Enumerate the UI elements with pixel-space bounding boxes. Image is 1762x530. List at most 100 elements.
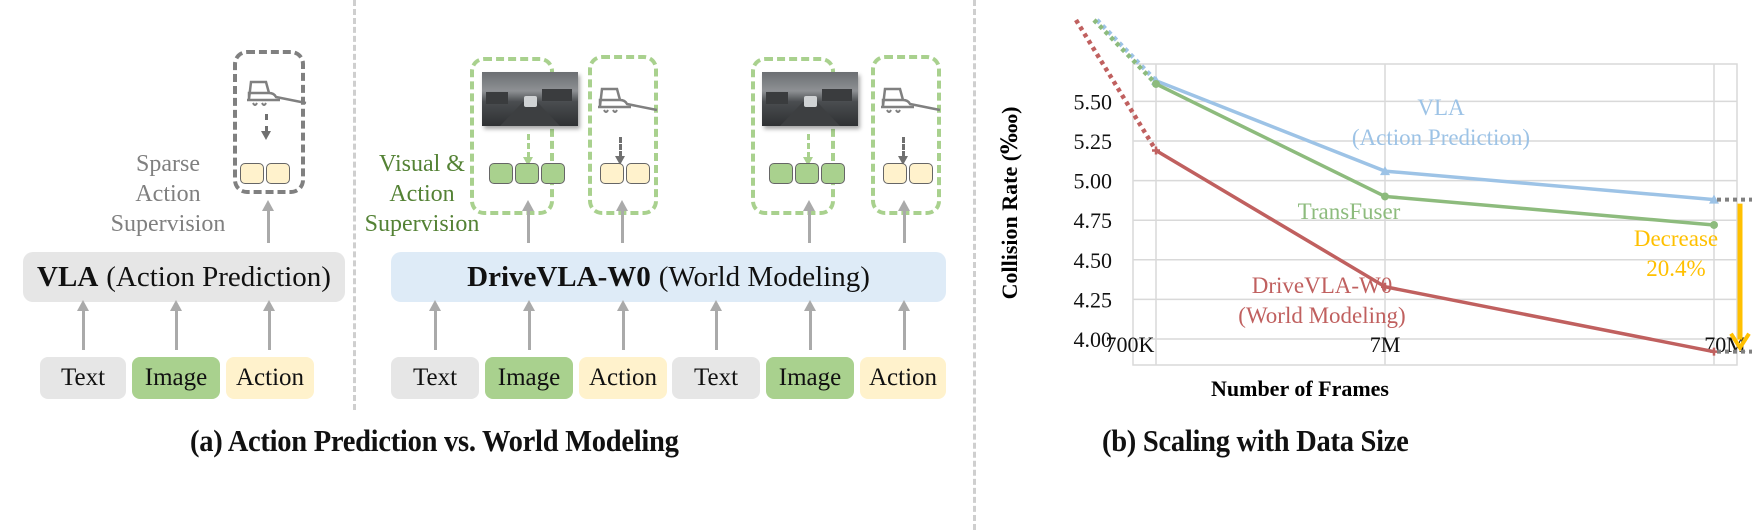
drivevla-model-bar: DriveVLA-W0 (World Modeling) (391, 252, 946, 302)
drivevla-model-name: DriveVLA-W0 (467, 260, 651, 293)
vehicle-trajectory-icon (247, 80, 307, 106)
up-arrow (804, 300, 816, 350)
chart-annotations: Decrease 20.4% (1634, 197, 1752, 354)
y-tick-label: 4.25 (1074, 287, 1113, 312)
panel-divider (353, 0, 356, 410)
y-tick-label: 5.50 (1074, 89, 1113, 114)
visual-supervision-box (470, 57, 554, 215)
action-token-cell (883, 163, 907, 184)
data-point (1381, 282, 1389, 291)
up-arrow (522, 200, 534, 243)
action-token-cell (626, 163, 650, 184)
input-token-image: Image (766, 357, 854, 399)
image-token-cell (795, 163, 819, 184)
data-point (1381, 192, 1389, 201)
x-tick-label: 7M (1370, 332, 1401, 357)
vla-model-name: VLA (37, 260, 99, 293)
image-token-cell (821, 163, 845, 184)
panel-divider (973, 0, 976, 530)
y-axis-label: Collision Rate (‱) (997, 107, 1022, 300)
y-tick-labels: 4.00 4.25 4.50 4.75 5.00 5.25 5.50 (1074, 89, 1113, 352)
panel-b-caption: (b) Scaling with Data Size (1102, 423, 1409, 458)
up-arrow (429, 300, 441, 350)
supervision-line: Supervision (364, 211, 480, 237)
action-supervision-down-arrow (615, 137, 625, 165)
y-tick-label: 5.00 (1074, 169, 1113, 194)
vla-model-desc: (Action Prediction) (106, 260, 331, 293)
action-token-cell (600, 163, 624, 184)
input-token-image: Image (132, 357, 220, 399)
image-token-cell (769, 163, 793, 184)
series-label: TransFuser (1298, 199, 1401, 224)
up-arrow (263, 300, 275, 350)
image-token-cell (541, 163, 565, 184)
action-token-cell (240, 163, 264, 184)
y-tick-label: 4.50 (1074, 248, 1113, 273)
data-point (1710, 347, 1718, 356)
up-arrow (262, 200, 274, 243)
supervision-line: Sparse (136, 151, 200, 177)
image-token-cell (489, 163, 513, 184)
x-axis-label: Number of Frames (1211, 376, 1389, 401)
visual-supervision-box (751, 57, 835, 215)
drivevla-model-desc: (World Modeling) (658, 260, 870, 293)
vehicle-trajectory-icon (598, 87, 658, 113)
up-arrow (77, 300, 89, 350)
data-point (1709, 194, 1719, 204)
supervision-line: Action (135, 181, 201, 207)
series-label: (Action Prediction) (1352, 125, 1530, 150)
input-token-action: Action (226, 357, 314, 399)
vla-model-bar: VLA (Action Prediction) (23, 252, 345, 302)
supervision-line: Visual & (379, 151, 465, 177)
action-supervision-box (871, 55, 941, 215)
y-tick-label: 5.25 (1074, 129, 1113, 154)
decrease-percent: 20.4% (1646, 256, 1705, 281)
decrease-label: Decrease (1634, 226, 1718, 251)
data-point (1152, 79, 1160, 88)
plot-frame (1132, 63, 1738, 366)
sparse-action-supervision-label: Sparse Action Supervision (98, 149, 238, 239)
up-arrow (898, 200, 910, 243)
data-point (1152, 146, 1160, 155)
series-label: (World Modeling) (1238, 303, 1405, 328)
panel-a-caption: (a) Action Prediction vs. World Modeling (190, 423, 679, 458)
data-point (1710, 220, 1718, 229)
up-arrow (170, 300, 182, 350)
input-token-text: Text (40, 357, 126, 399)
action-supervision-down-arrow (898, 137, 908, 165)
y-tick-label: 4.00 (1074, 327, 1113, 352)
action-supervision-box (588, 55, 658, 215)
vehicle-trajectory-icon (881, 87, 941, 113)
action-token-cell (266, 163, 290, 184)
input-token-action: Action (860, 357, 946, 399)
chart-grid (1132, 63, 1738, 366)
y-tick-label: 4.75 (1074, 208, 1113, 233)
series-label: DriveVLA-W0 (1252, 273, 1393, 298)
input-token-text: Text (672, 357, 760, 399)
up-arrow (617, 300, 629, 350)
vla-supervision-down-arrow (261, 114, 271, 140)
series-extrapolation-2 (1074, 18, 1158, 152)
data-point (1380, 166, 1390, 176)
up-arrow (616, 200, 628, 243)
supervision-line: Supervision (110, 211, 226, 237)
series-extrapolation-1 (1092, 18, 1158, 86)
up-arrow (898, 300, 910, 350)
decrease-arrow-head (1729, 332, 1751, 352)
input-token-image: Image (485, 357, 573, 399)
supervision-line: Action (389, 181, 455, 207)
visual-supervision-down-arrow (523, 134, 533, 166)
visual-action-supervision-label: Visual & Action Supervision (352, 149, 492, 239)
action-token-cell (909, 163, 933, 184)
input-token-action: Action (579, 357, 667, 399)
driving-scene-image (482, 72, 578, 126)
series-label: VLA (1417, 95, 1465, 120)
up-arrow (523, 300, 535, 350)
driving-scene-image (762, 72, 858, 126)
x-tick-label: 700K (1106, 332, 1155, 357)
visual-supervision-down-arrow (803, 134, 813, 166)
vla-action-supervision-box (233, 50, 305, 194)
input-token-text: Text (391, 357, 479, 399)
